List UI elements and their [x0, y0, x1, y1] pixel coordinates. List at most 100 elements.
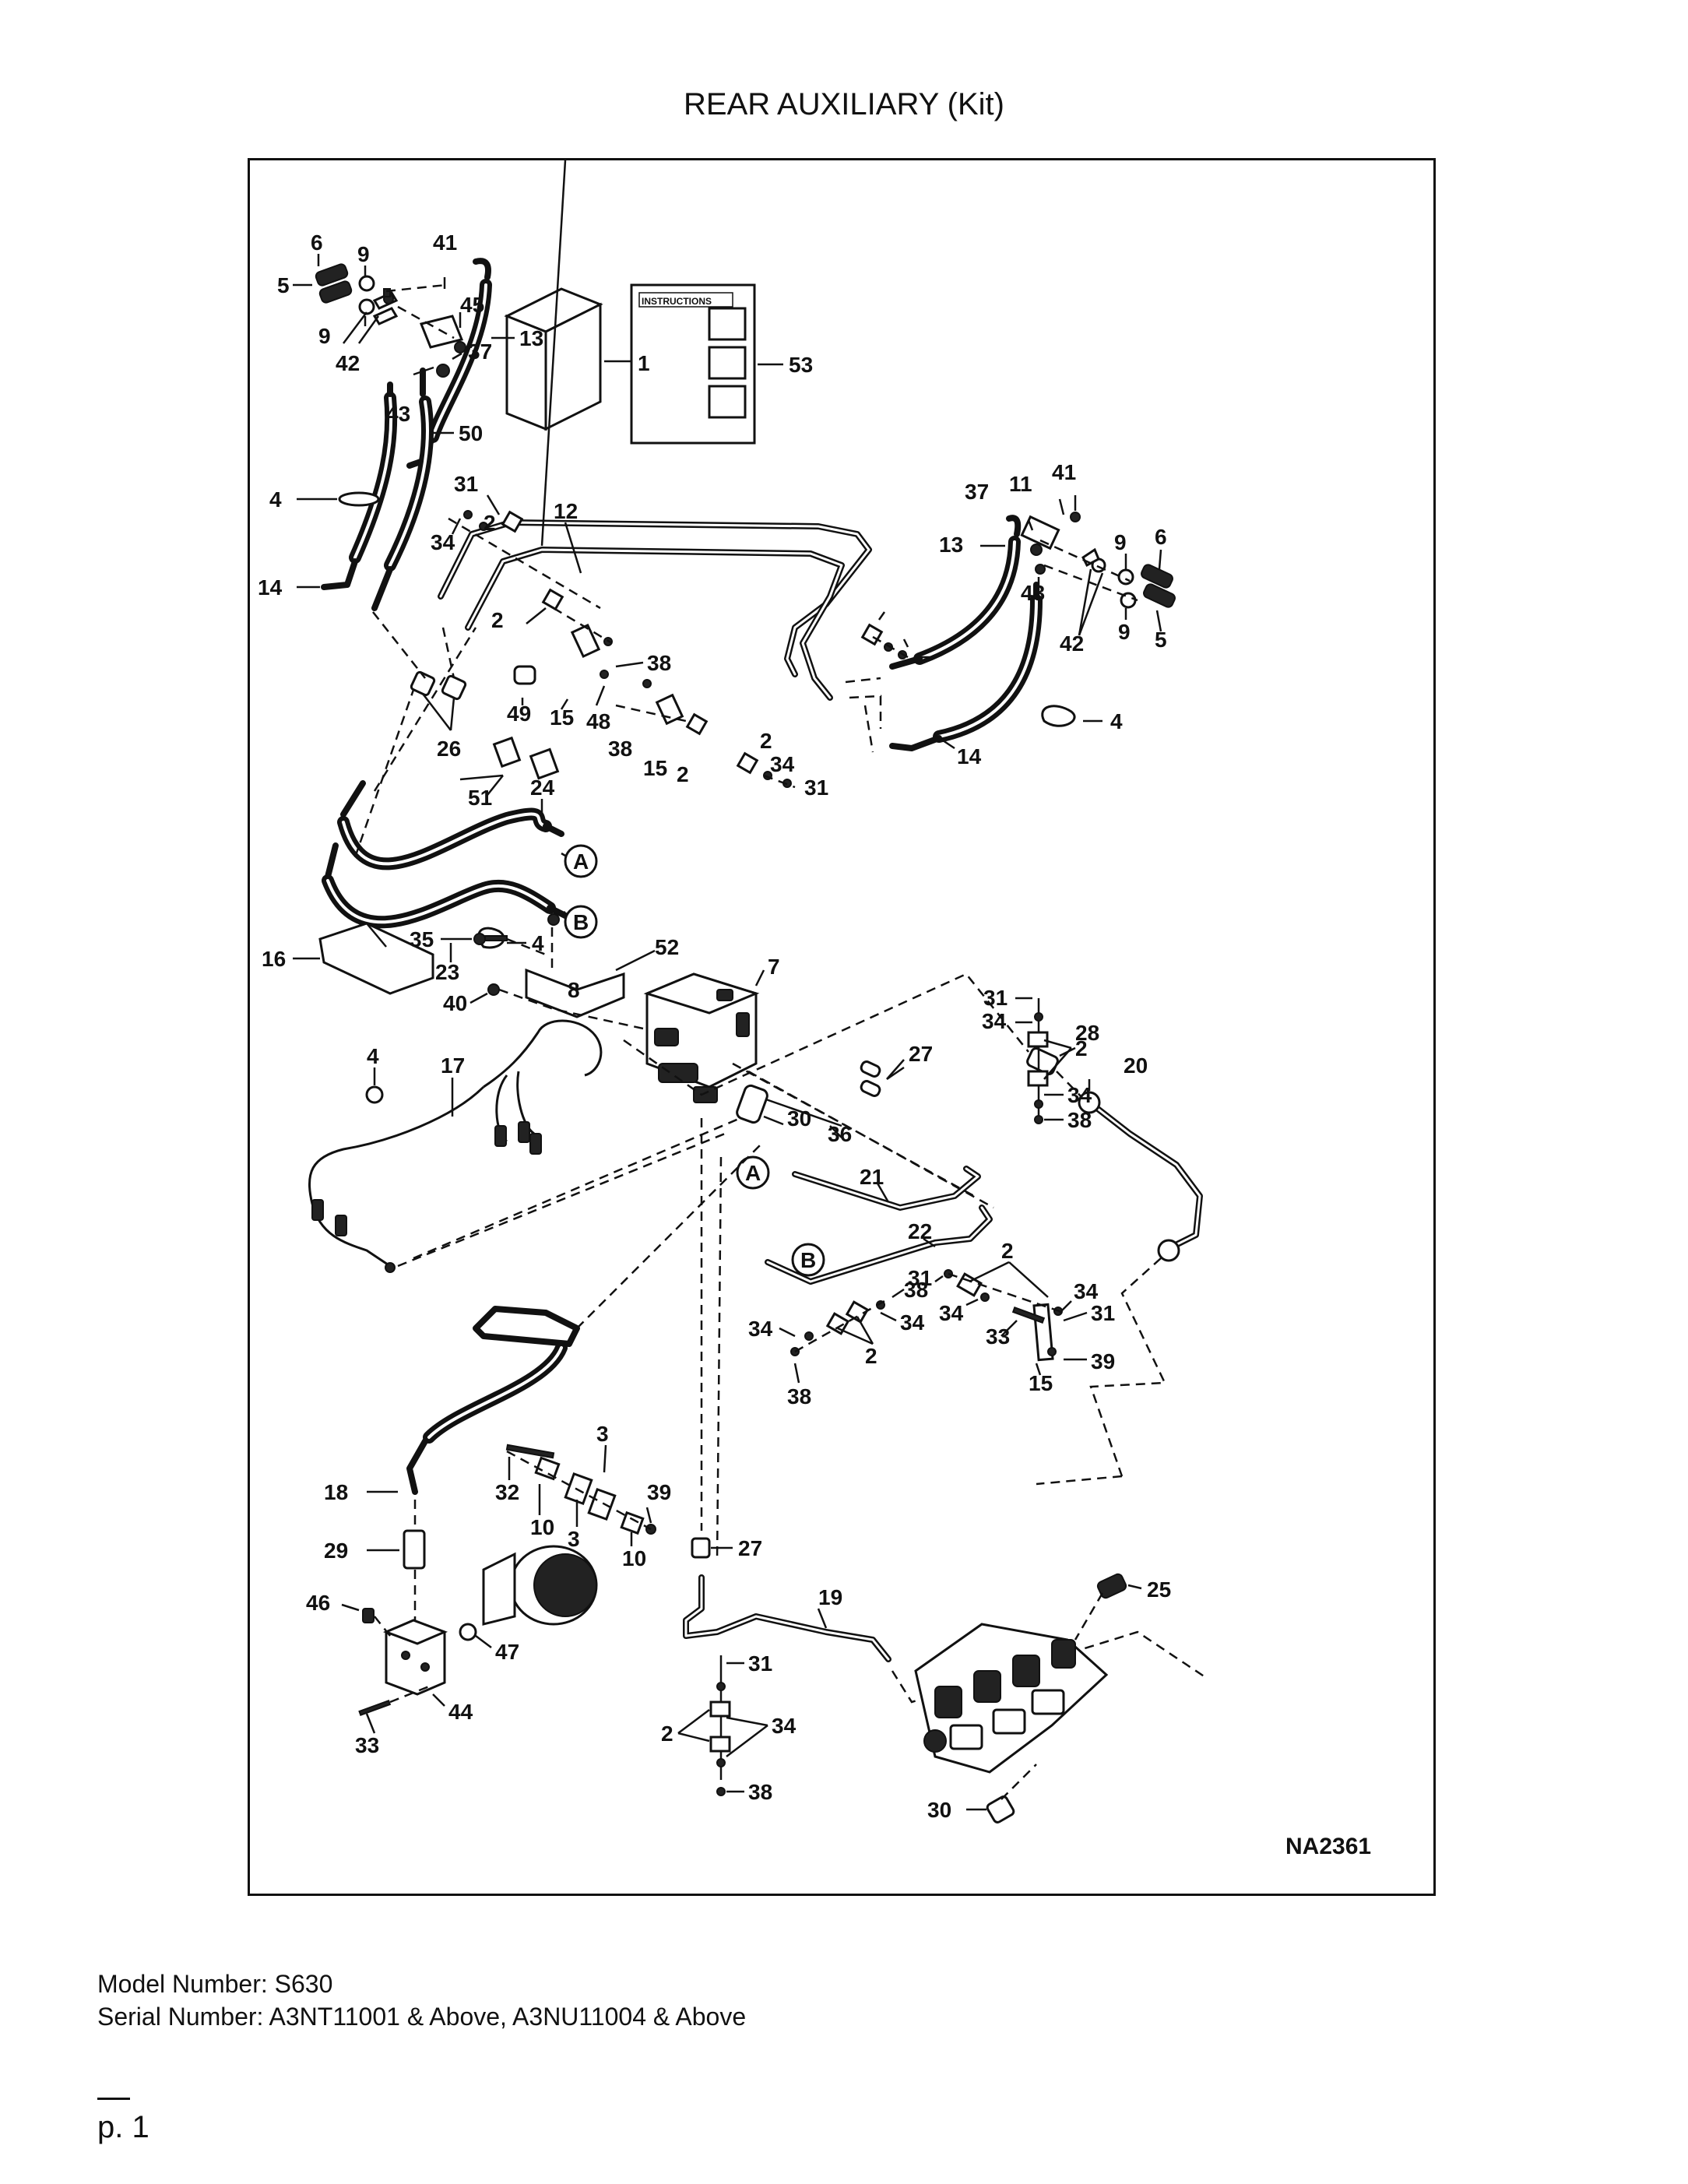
callout-33b: 33: [355, 1733, 379, 1757]
callout-41b: 41: [1052, 460, 1076, 484]
callout-16: 16: [262, 947, 286, 971]
callout-10b: 10: [622, 1546, 646, 1570]
callout-23: 23: [435, 960, 459, 984]
callout-39a: 39: [1091, 1349, 1115, 1373]
connector-a-top: A: [573, 849, 589, 874]
callout-2d: 2: [760, 729, 772, 753]
callout-38e: 38: [787, 1384, 811, 1409]
callout-4c: 4: [1110, 709, 1123, 733]
callout-3a: 3: [596, 1422, 609, 1446]
upper-clamp-hardware: [463, 510, 792, 788]
callout-13a: 13: [519, 326, 543, 350]
callout-40: 40: [443, 991, 467, 1015]
callout-6b: 6: [1155, 525, 1167, 549]
callout-37: 37: [468, 339, 492, 364]
callout-32: 32: [495, 1480, 519, 1504]
callout-34c: 34: [982, 1009, 1007, 1033]
callout-30b: 30: [927, 1798, 951, 1822]
callout-29: 29: [324, 1539, 348, 1563]
control-valve-7-part: [643, 972, 760, 1103]
callout-42: 42: [336, 351, 360, 375]
callout-37b: 37: [965, 480, 989, 504]
callout-15c: 15: [1029, 1371, 1053, 1395]
callout-9c: 9: [1114, 530, 1127, 554]
callout-1: 1: [638, 351, 650, 375]
callout-46: 46: [306, 1591, 330, 1615]
callout-21: 21: [860, 1165, 884, 1189]
callout-27a: 27: [909, 1042, 933, 1066]
connector-b-bottom: B: [800, 1248, 816, 1272]
callout-15a: 15: [550, 705, 574, 730]
serial-number: Serial Number: A3NT11001 & Above, A3NU11…: [97, 2003, 747, 2031]
callout-4d: 4: [367, 1044, 379, 1068]
connector-a-bottom: A: [745, 1161, 761, 1185]
callout-14a: 14: [258, 575, 283, 600]
callout-47: 47: [495, 1640, 519, 1664]
callout-labels: 1 53 5 6 9 9 42 41 45 37 43 50 13 4 31 1…: [258, 230, 1171, 1822]
bracket-52-part: [525, 968, 625, 1018]
callout-19: 19: [818, 1585, 842, 1609]
main-valve-cluster-part: [914, 1623, 1109, 1774]
callout-20: 20: [1124, 1053, 1148, 1078]
callout-9d: 9: [1118, 620, 1131, 644]
callout-7: 7: [768, 955, 780, 979]
callout-2b: 2: [491, 608, 504, 632]
callout-10a: 10: [530, 1515, 554, 1539]
callout-36: 36: [828, 1122, 852, 1146]
bracket-16-part: [318, 922, 434, 995]
callout-38f: 38: [748, 1780, 772, 1804]
callout-28: 28: [1075, 1021, 1099, 1045]
callout-44: 44: [448, 1700, 473, 1724]
callout-34g: 34: [748, 1317, 773, 1341]
left-coupler-group: [315, 263, 466, 378]
callout-17: 17: [441, 1053, 465, 1078]
callout-43b: 43: [1021, 581, 1045, 605]
block-44-part: [382, 1619, 448, 1696]
page-number: p. 1: [97, 2110, 149, 2144]
callout-31f: 31: [748, 1651, 772, 1676]
callout-34b: 34: [770, 752, 795, 776]
page-title: REAR AUXILIARY (Kit): [684, 87, 1004, 121]
callout-2a: 2: [484, 511, 496, 535]
callout-2e: 2: [1075, 1036, 1088, 1060]
callout-27b: 27: [738, 1536, 762, 1560]
callout-53: 53: [789, 353, 813, 377]
callout-30a: 30: [787, 1106, 811, 1131]
callout-35: 35: [410, 927, 434, 951]
callout-13b: 13: [939, 533, 963, 557]
callout-2c: 2: [677, 762, 689, 786]
callout-4a: 4: [269, 487, 282, 512]
callout-31e: 31: [908, 1266, 932, 1290]
kit-box-part: [504, 287, 603, 431]
callout-34f: 34: [939, 1301, 964, 1325]
connector-b-top: B: [573, 910, 589, 934]
figure-code: NA2361: [1285, 1834, 1371, 1859]
footer-rule: [97, 2098, 130, 2100]
callout-50: 50: [459, 421, 483, 445]
parts-diagram: .hose { fill: none; stroke: #111; stroke…: [248, 158, 1436, 1896]
callout-12: 12: [554, 499, 578, 523]
callout-15b: 15: [643, 756, 667, 780]
callout-39b: 39: [647, 1480, 671, 1504]
callout-43: 43: [386, 402, 410, 426]
callout-31b: 31: [804, 775, 828, 800]
callout-38d: 38: [904, 1278, 928, 1302]
diagram-canvas: .hose { fill: none; stroke: #111; stroke…: [258, 160, 1371, 1859]
callout-14b: 14: [957, 744, 982, 768]
motor-part: [482, 1545, 598, 1626]
callout-45: 45: [460, 293, 484, 317]
callout-34a: 34: [431, 530, 455, 554]
callout-34i: 34: [772, 1714, 797, 1738]
callout-22: 22: [908, 1219, 932, 1243]
callout-25: 25: [1147, 1577, 1171, 1602]
callout-51: 51: [468, 786, 492, 810]
callout-24: 24: [530, 775, 555, 800]
model-number: Model Number: S630: [97, 1970, 333, 1998]
callout-38a: 38: [647, 651, 671, 675]
callout-38b: 38: [608, 737, 632, 761]
callout-6: 6: [311, 230, 323, 255]
callout-49: 49: [507, 702, 531, 726]
callout-5b: 5: [1155, 628, 1167, 652]
callout-41: 41: [433, 230, 457, 255]
callout-31c: 31: [983, 986, 1008, 1010]
